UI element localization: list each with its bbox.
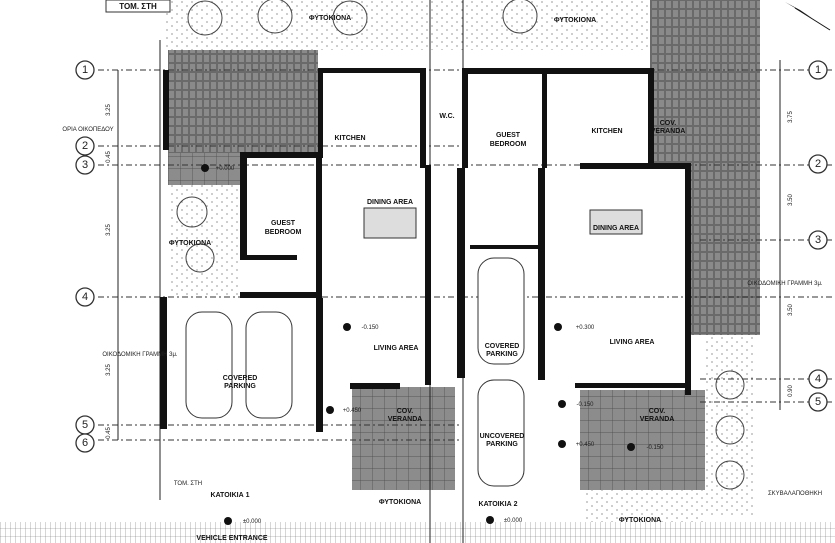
house-tag-top: ΤΟΜ. ΣΤΗ [105, 0, 171, 13]
dining-tables [363, 207, 643, 239]
planter-right [705, 335, 755, 515]
svg-text:5: 5 [82, 419, 88, 431]
label-covered-parking-right-2: PARKING [486, 351, 518, 358]
svg-text:0.45: 0.45 [106, 427, 112, 439]
label-veranda-top-right-1: COV. [660, 120, 677, 127]
svg-text:±0.000: ±0.000 [504, 518, 523, 524]
label-veranda-right-1: COV. [649, 408, 666, 415]
label-dining-left: DINING AREA [367, 199, 413, 206]
svg-text:3.50: 3.50 [788, 304, 794, 316]
svg-text:2: 2 [82, 140, 88, 152]
grid-bubbles-right: 1 2 3 4 5 [808, 60, 828, 412]
label-covered-parking-right-1: COVERED [485, 343, 520, 350]
label-planter-top: ΦΥΤΟΚΙΟΝΑ [309, 15, 351, 22]
svg-text:1: 1 [815, 64, 821, 76]
covered-veranda-right-top [650, 0, 760, 165]
svg-text:1: 1 [82, 64, 88, 76]
veranda-right-paving [580, 390, 705, 490]
label-kitchen-left: KITCHEN [334, 135, 365, 142]
svg-text:+0.450: +0.450 [343, 408, 362, 414]
room-labels: KITCHEN KITCHEN GUEST BEDROOM GUEST BEDR… [62, 15, 823, 542]
svg-text:3.25: 3.25 [106, 364, 112, 376]
label-planter-left: ΦΥΤΟΚΙΟΝΑ [169, 240, 211, 247]
svg-text:6: 6 [82, 437, 88, 449]
level-markers: +0.000 -0.150 +0.450 ±0.000 +0.300 -0.15… [201, 164, 664, 525]
label-vehicle-entrance: VEHICLE ENTRANCE [196, 535, 268, 542]
dimensions: 3.25 0.45 3.25 3.25 0.45 3.75 3.50 3.50 … [106, 104, 794, 439]
svg-text:±0.000: ±0.000 [243, 519, 262, 525]
label-guest-bedroom-left-2: BEDROOM [265, 229, 302, 236]
car-icons [185, 257, 525, 487]
label-guest-bedroom-right-2: BEDROOM [490, 141, 527, 148]
label-living-left: LIVING AREA [374, 345, 419, 352]
label-living-right: LIVING AREA [610, 339, 655, 346]
svg-text:0.90: 0.90 [788, 385, 794, 397]
tree-icons [176, 0, 745, 490]
veranda-left-paving [352, 387, 455, 490]
label-planter-bottom: ΦΥΤΟΚΙΟΝΑ [379, 499, 421, 506]
label-guest-bedroom-right-1: GUEST [496, 132, 521, 139]
label-house-tag-left: ΤΟΜ. ΣΤΗ [174, 481, 202, 487]
label-veranda-left-1: COV. [397, 408, 414, 415]
label-uncovered-parking-2: PARKING [486, 441, 518, 448]
label-wc: W.C. [439, 113, 454, 120]
svg-text:+0.450: +0.450 [576, 442, 595, 448]
label-veranda-right-2: VERANDA [640, 416, 675, 423]
planter-strip-top [165, 0, 650, 50]
svg-text:4: 4 [82, 291, 88, 303]
svg-text:3.25: 3.25 [106, 224, 112, 236]
label-planter-bottom-right: ΦΥΤΟΚΙΟΝΑ [619, 517, 661, 524]
svg-text:-0.150: -0.150 [576, 402, 594, 408]
label-house-1: ΚΑΤΟΙΚΙΑ 1 [211, 492, 250, 499]
svg-text:-0.150: -0.150 [361, 325, 379, 331]
svg-text:4: 4 [815, 373, 821, 385]
label-exchange: ΣΚΥΒΑΛΑΠΟΘΗΚΗ [768, 491, 822, 497]
label-veranda-left-2: VERANDA [388, 416, 423, 423]
svg-text:3.50: 3.50 [788, 194, 794, 206]
svg-text:0.45: 0.45 [106, 151, 112, 163]
label-veranda-top-right-2: VERANDA [651, 128, 686, 135]
label-uncovered-parking-1: UNCOVERED [480, 433, 525, 440]
walls-house-2 [350, 68, 691, 395]
svg-text:-0.150: -0.150 [646, 445, 664, 451]
label-boundary: ΟΡΙΑ ΟΙΚΟΠΕΔΟΥ [62, 127, 113, 133]
svg-text:+0.000: +0.000 [216, 166, 235, 172]
label-building-line-left: ΟΙΚΟΔΟΜΙΚΗ ΓΡΑΜΜΗ 3μ. [102, 352, 178, 358]
ground-line [0, 522, 835, 543]
label-house-2: ΚΑΤΟΙΚΙΑ 2 [479, 501, 518, 508]
covered-veranda-left-top [168, 50, 318, 153]
svg-text:5: 5 [815, 396, 821, 408]
svg-text:2: 2 [815, 158, 821, 170]
label-house-tag-top: ΤΟΜ. ΣΤΗ [119, 2, 157, 11]
svg-text:3: 3 [815, 234, 821, 246]
svg-text:3: 3 [82, 159, 88, 171]
grid-bubbles-left: 1 2 3 4 5 6 [75, 60, 95, 453]
hatch-strip-right [688, 165, 760, 335]
label-guest-bedroom-left-1: GUEST [271, 220, 296, 227]
north-arrow-icon [785, 2, 831, 31]
svg-text:3.25: 3.25 [106, 104, 112, 116]
label-covered-parking-left-1: COVERED [223, 375, 258, 382]
label-kitchen-right: KITCHEN [591, 128, 622, 135]
label-planter-top-right: ΦΥΤΟΚΙΟΝΑ [554, 17, 596, 24]
label-covered-parking-left-2: PARKING [224, 383, 256, 390]
svg-text:+0.300: +0.300 [576, 325, 595, 331]
label-building-line-right: ΟΙΚΟΔΟΜΙΚΗ ΓΡΑΜΜΗ 3μ. [747, 281, 823, 287]
walls-house-1 [160, 68, 431, 432]
svg-text:3.75: 3.75 [788, 111, 794, 123]
label-dining-right: DINING AREA [593, 225, 639, 232]
